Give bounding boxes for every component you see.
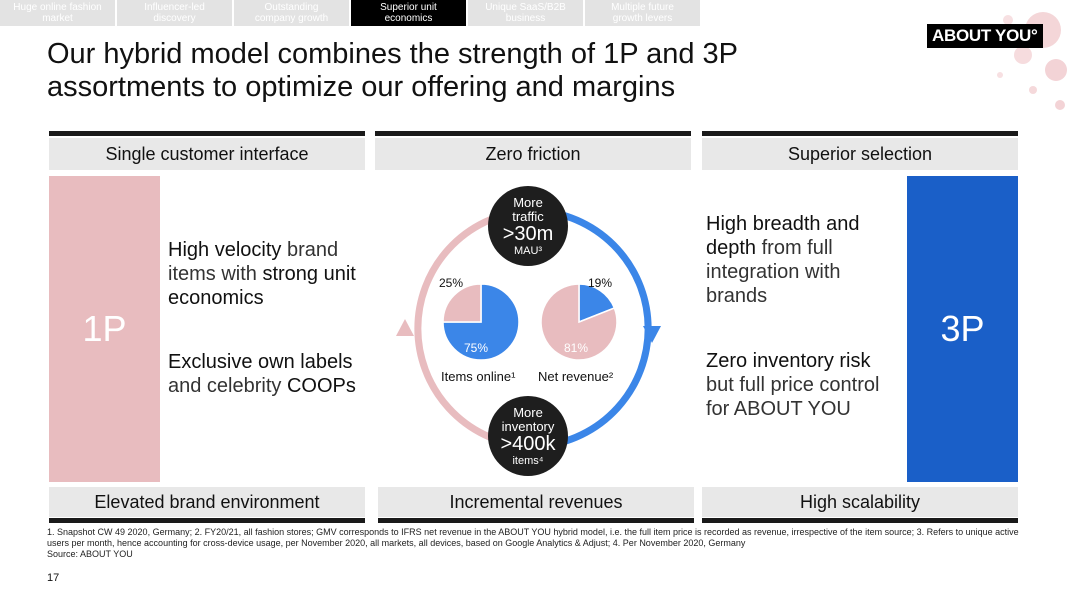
left-bottom-bar [49,518,365,523]
left-text-1-bold-1: High velocity [168,239,281,261]
left-text-1: High velocity brand items with strong un… [168,238,368,310]
3p-label: 3P [940,308,984,350]
tab-label: Huge online fashion market [13,2,103,24]
source-text: Source: ABOUT YOU [47,549,1022,560]
inventory-unit: items⁴ [512,455,543,467]
right-header: Superior selection [702,138,1018,170]
traffic-bubble: More traffic >30m MAU³ [488,186,568,266]
traffic-unit: MAU³ [514,245,542,257]
right-bottom-bar [702,518,1018,523]
page-number: 17 [47,572,59,584]
tab-multiple-future-growth-levers[interactable]: Multiple future growth levers [585,0,700,26]
right-top-bar [702,131,1018,136]
pie2-caption: Net revenue² [538,369,614,384]
inventory-line-2: inventory [502,420,555,434]
tab-influencer-led-discovery[interactable]: Influencer-led discovery [117,0,232,26]
tab-label: Superior unit economics [369,2,449,24]
pink-arrow-head [396,319,414,336]
inventory-value: >400k [500,434,555,455]
tab-label: Multiple future growth levers [603,2,683,24]
3p-block: 3P [907,176,1018,482]
pie1-caption: Items online¹ [441,369,516,384]
left-top-bar [49,131,365,136]
right-text-2: Zero inventory risk but full price contr… [706,349,901,421]
pie1-large-slice-label: 75% [464,341,488,355]
tab-label: Outstanding company growth [244,2,339,24]
section-nav: Huge online fashion market Influencer-le… [0,0,702,26]
right-text-2-rest: but full price control for ABOUT YOU [706,374,879,420]
inventory-bubble: More inventory >400k items⁴ [488,396,568,476]
right-text-2-bold: Zero inventory risk [706,350,871,372]
tab-outstanding-company-growth[interactable]: Outstanding company growth [234,0,349,26]
tab-unique-saas-b2b-business[interactable]: Unique SaaS/B2B business [468,0,583,26]
left-header: Single customer interface [49,138,365,170]
1p-block: 1P [49,176,160,482]
pie1-small-slice-label: 25% [439,276,463,290]
right-footer: High scalability [702,487,1018,517]
pie2-small-slice-label: 19% [588,276,612,290]
left-footer: Elevated brand environment [49,487,365,517]
tab-label: Influencer-led discovery [135,2,215,24]
middle-bottom-bar [378,518,694,523]
middle-header: Zero friction [375,138,691,170]
left-text-2-bold-2: COOPs [287,375,356,397]
tab-label: Unique SaaS/B2B business [476,2,576,24]
left-text-2-bold-1: Exclusive own labels [168,351,353,373]
footnote-text: 1. Snapshot CW 49 2020, Germany; 2. FY20… [47,527,1022,549]
tab-huge-online-fashion-market[interactable]: Huge online fashion market [0,0,115,26]
1p-label: 1P [82,308,126,350]
right-text-1: High breadth and depth from full integra… [706,212,901,308]
footnotes: 1. Snapshot CW 49 2020, Germany; 2. FY20… [47,527,1022,560]
pie2-large-slice-label: 81% [564,341,588,355]
about-you-logo: ABOUT YOU° [927,24,1043,48]
middle-footer: Incremental revenues [378,487,694,517]
left-text-2-rest: and celebrity [168,375,287,397]
left-text-2: Exclusive own labels and celebrity COOPs [168,350,368,398]
middle-top-bar [375,131,691,136]
inventory-line-1: More [513,406,543,420]
traffic-line-2: traffic [512,210,544,224]
slide-title: Our hybrid model combines the strength o… [47,38,867,104]
paint-splatter-decoration [928,0,1068,120]
traffic-line-1: More [513,196,543,210]
tab-superior-unit-economics[interactable]: Superior unit economics [351,0,466,26]
traffic-value: >30m [503,224,554,245]
